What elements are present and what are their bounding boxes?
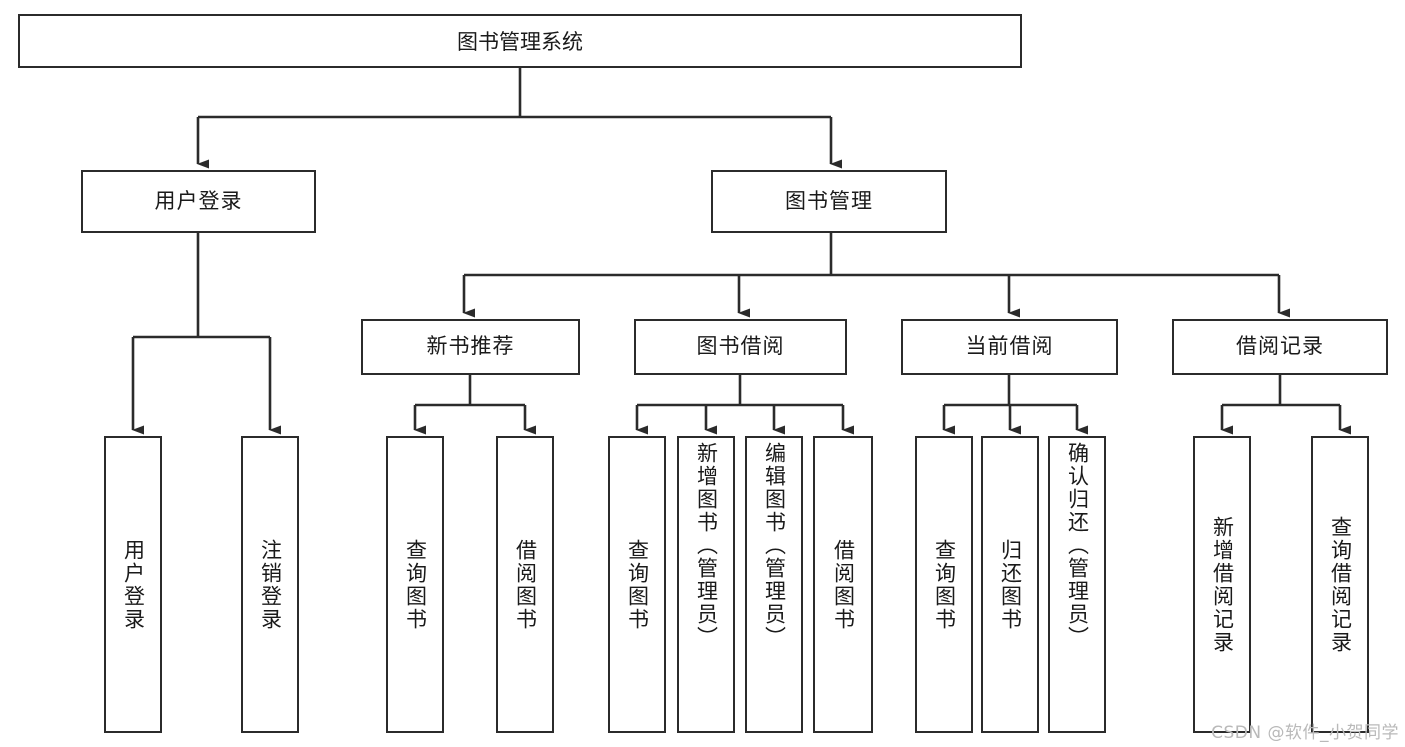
node-label: 查询图书 [932,538,957,631]
node-current-borrow[interactable]: 当前借阅 [901,319,1118,375]
node-borrow-record[interactable]: 借阅记录 [1172,319,1388,375]
node-label: 新书推荐 [426,334,515,359]
node-leaf-edit-book[interactable]: 编辑图书（管理员） [745,436,803,733]
node-leaf-query-book-borrow[interactable]: 查询图书 [608,436,666,733]
node-root-book-management-system[interactable]: 图书管理系统 [18,14,1022,68]
node-leaf-query-book-recommend[interactable]: 查询图书 [386,436,444,733]
node-label: 借阅记录 [1236,334,1324,359]
node-leaf-borrow-book-recommend[interactable]: 借阅图书 [496,436,554,733]
node-label: 图书管理 [785,188,873,213]
node-label: 注销登录 [258,538,283,631]
node-label: 查询图书 [625,538,650,631]
node-leaf-return-book[interactable]: 归还图书 [981,436,1039,733]
node-label: 借阅图书 [513,538,538,631]
node-label: 借阅图书 [831,538,856,631]
node-label: 查询图书 [403,538,428,631]
node-leaf-confirm-return[interactable]: 确认归还（管理员） [1048,436,1106,733]
node-label: 查询借阅记录 [1328,515,1353,654]
node-label: 归还图书 [998,538,1023,631]
node-leaf-borrow-book[interactable]: 借阅图书 [813,436,873,733]
node-leaf-user-login[interactable]: 用户登录 [104,436,162,733]
node-label: 用户登录 [121,538,146,631]
node-book-management[interactable]: 图书管理 [711,170,947,233]
node-label: 图书管理系统 [457,30,583,54]
node-label: 新增图书（管理员） [694,442,719,649]
node-label: 用户登录 [154,188,243,213]
node-label: 图书借阅 [696,334,785,359]
node-label: 确认归还（管理员） [1065,442,1090,649]
node-leaf-add-book[interactable]: 新增图书（管理员） [677,436,735,733]
node-label: 编辑图书（管理员） [762,442,787,649]
node-leaf-add-borrow-record[interactable]: 新增借阅记录 [1193,436,1251,733]
node-new-book-recommend[interactable]: 新书推荐 [361,319,580,375]
node-label: 新增借阅记录 [1210,515,1235,654]
node-leaf-logout-login[interactable]: 注销登录 [241,436,299,733]
node-leaf-query-borrow-record[interactable]: 查询借阅记录 [1311,436,1369,733]
node-label: 当前借阅 [965,334,1054,359]
node-leaf-query-book-current[interactable]: 查询图书 [915,436,973,733]
csdn-watermark: CSDN @软件_小贺同学 [1211,723,1399,743]
node-user-login[interactable]: 用户登录 [81,170,316,233]
node-book-borrow[interactable]: 图书借阅 [634,319,847,375]
